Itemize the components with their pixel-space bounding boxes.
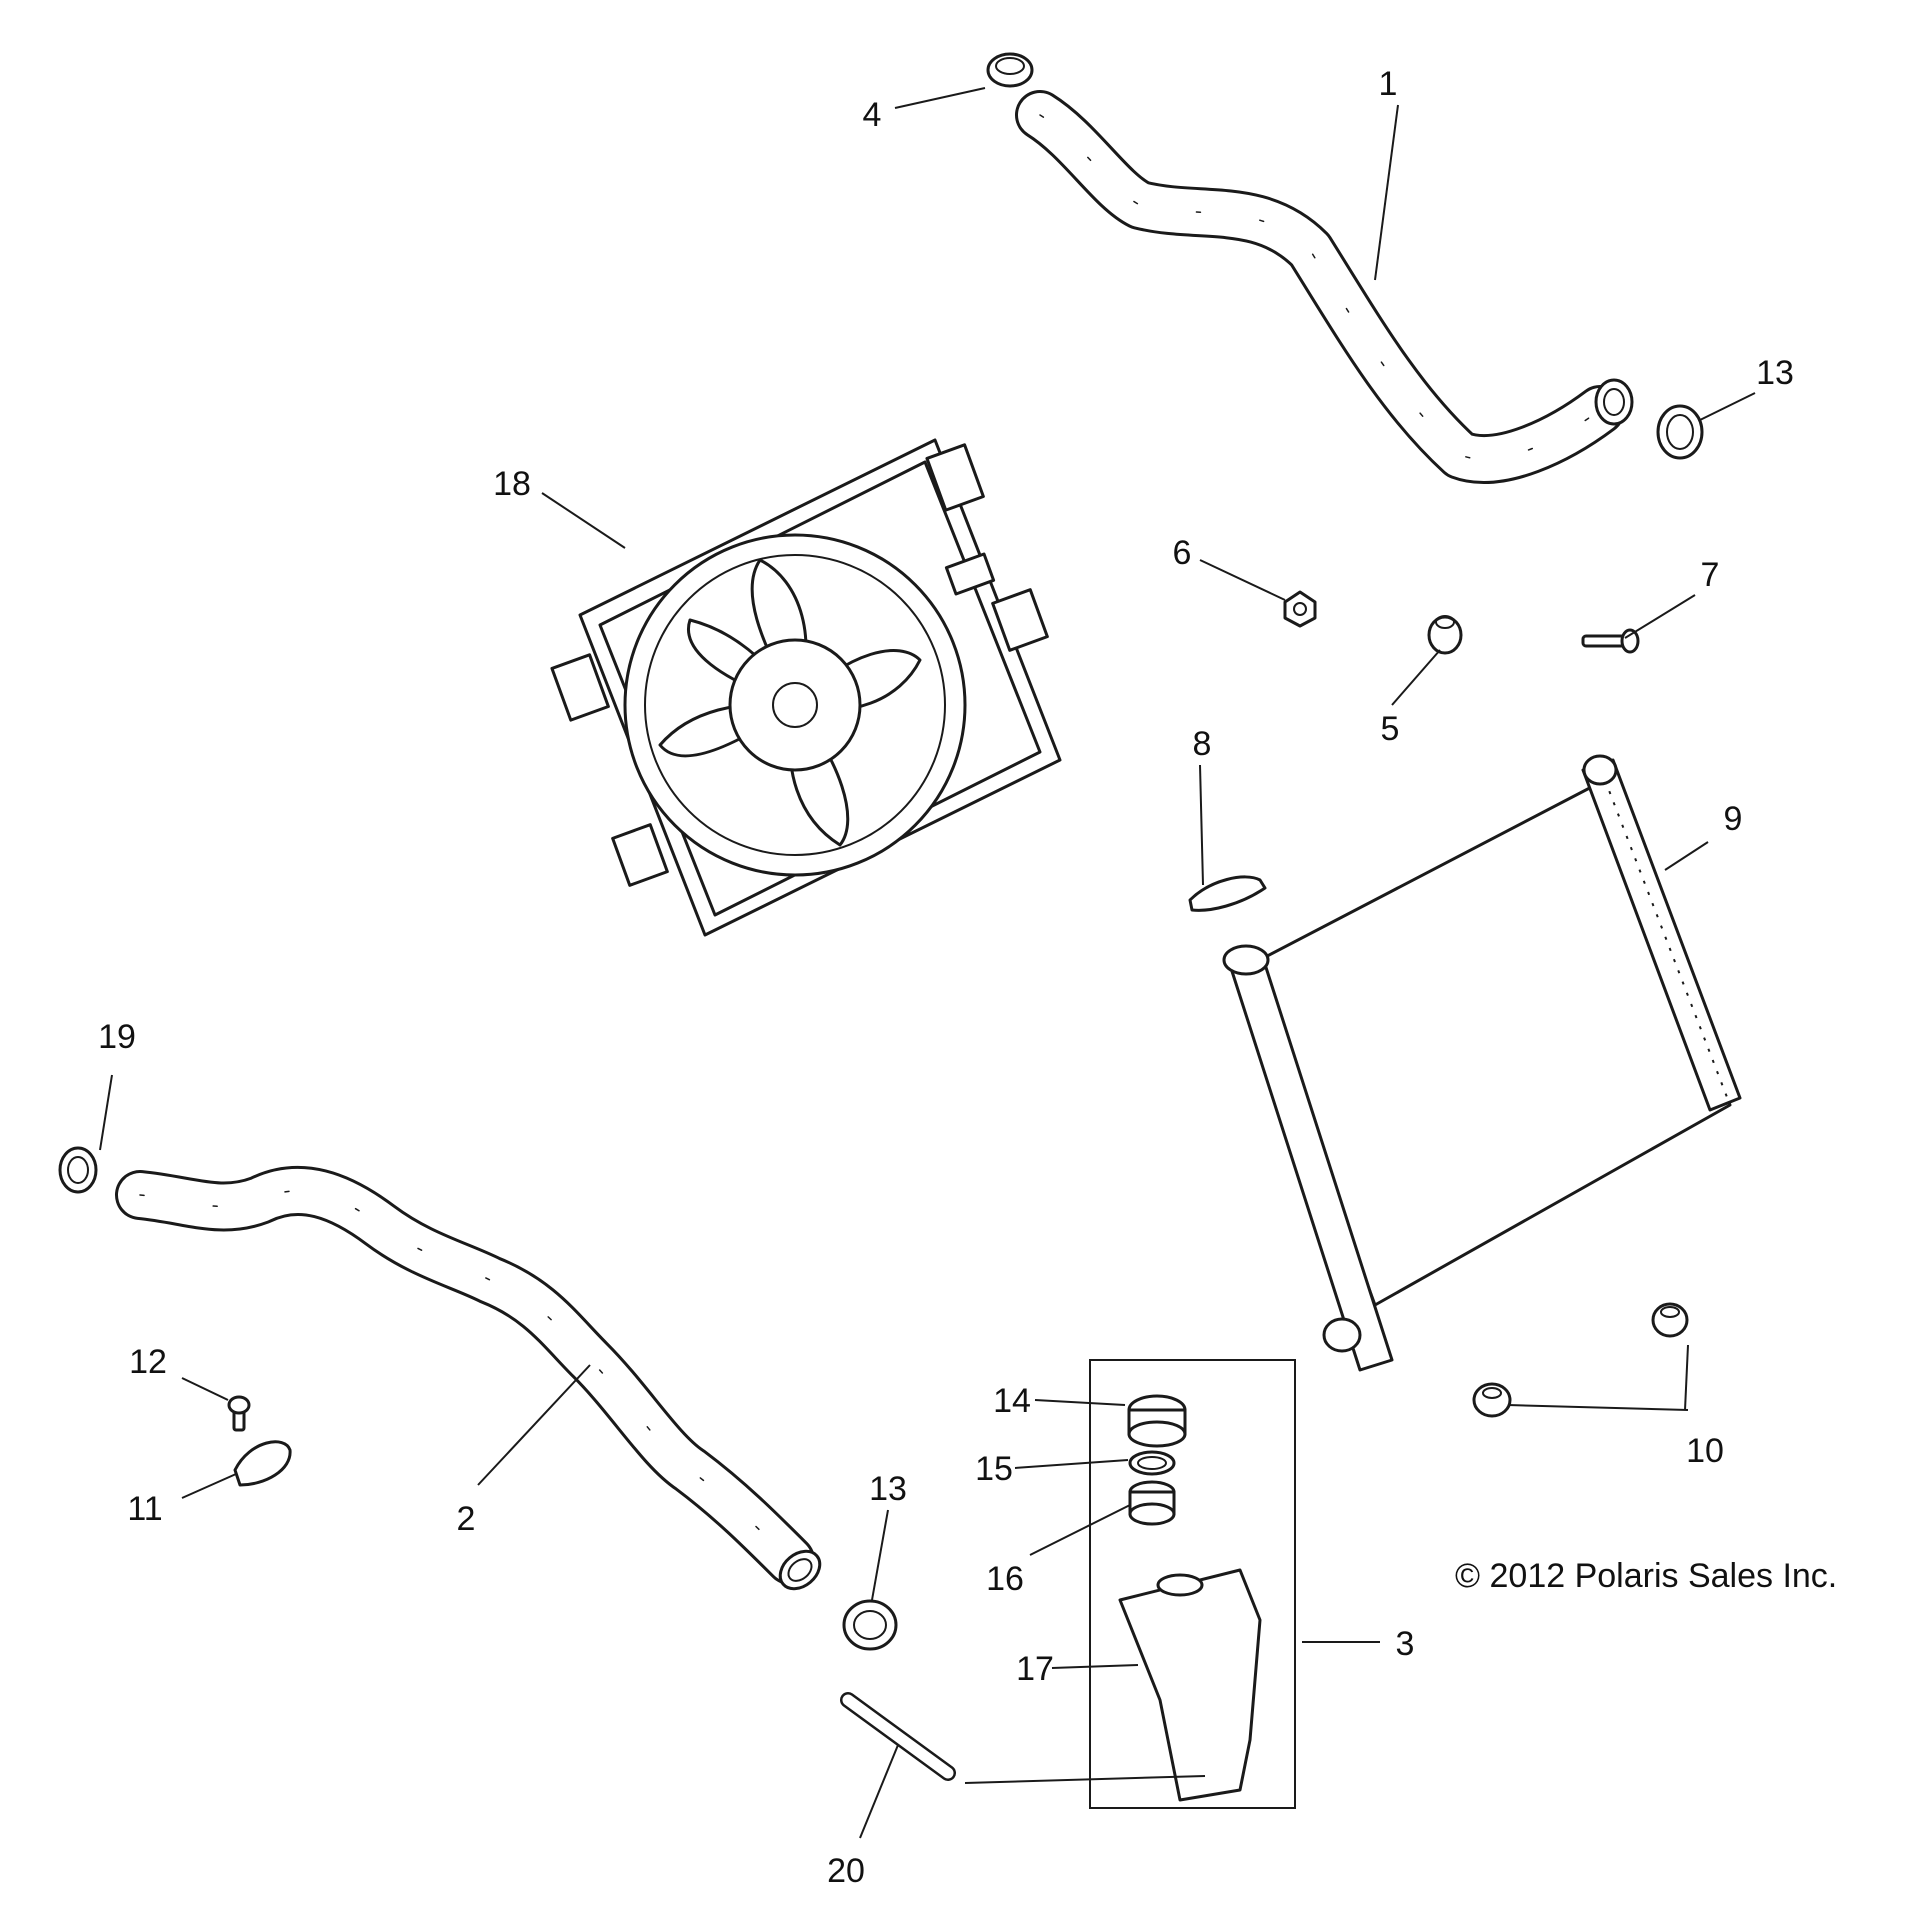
reservoir-kit-3	[1089, 1359, 1296, 1809]
callout-16: 16	[986, 1560, 1024, 1598]
callout-6: 6	[1173, 534, 1192, 572]
callout-4: 4	[863, 96, 882, 134]
callout-5: 5	[1381, 710, 1400, 748]
callout-13-upper: 13	[1756, 354, 1794, 392]
copyright-notice: © 2012 Polaris Sales Inc.	[1455, 1557, 1837, 1595]
lower-coolant-hose	[115, 1165, 822, 1591]
grommets-10	[1472, 1302, 1689, 1418]
callout-14: 14	[993, 1382, 1031, 1420]
reservoir-cap-14	[1127, 1394, 1187, 1448]
callout-9: 9	[1724, 800, 1743, 838]
callout-7: 7	[1701, 556, 1720, 594]
hose-clamp-4	[986, 52, 1034, 88]
bracket-11	[233, 1440, 292, 1487]
radiator-cap-8	[1188, 875, 1267, 912]
radiator-9	[1222, 754, 1742, 1372]
upper-coolant-hose	[1015, 90, 1634, 484]
callout-20: 20	[827, 1852, 865, 1890]
callout-15: 15	[975, 1450, 1013, 1488]
callout-1: 1	[1379, 65, 1398, 103]
seal-15	[1128, 1450, 1176, 1476]
neck-16	[1128, 1480, 1176, 1526]
callout-8: 8	[1193, 725, 1212, 763]
callout-18: 18	[493, 465, 531, 503]
overflow-tube-20	[840, 1692, 956, 1781]
callout-12: 12	[129, 1343, 167, 1381]
leader-lines	[99, 87, 1756, 1839]
callout-labels: 1 4 13 18 6 7 5 8 9 19 12 11 2 13 14 15 …	[98, 65, 1794, 1890]
bolt-7	[1581, 628, 1640, 654]
callout-3: 3	[1396, 1625, 1415, 1663]
hose-clamp-13-upper	[1656, 404, 1704, 460]
callout-17: 17	[1016, 1650, 1054, 1688]
hose-clamp-19	[58, 1146, 98, 1194]
callout-13-lower: 13	[869, 1470, 907, 1508]
fan-shroud-assembly	[550, 438, 1062, 937]
callout-11: 11	[127, 1490, 162, 1528]
coolant-bottle-17	[1118, 1568, 1262, 1802]
callout-10: 10	[1686, 1432, 1724, 1470]
hose-clamp-13-lower	[842, 1599, 898, 1651]
bolt-12	[227, 1395, 251, 1432]
grommet-5	[1427, 615, 1463, 655]
callout-2: 2	[457, 1500, 476, 1538]
callout-19: 19	[98, 1018, 136, 1056]
nut-6	[1283, 590, 1317, 628]
